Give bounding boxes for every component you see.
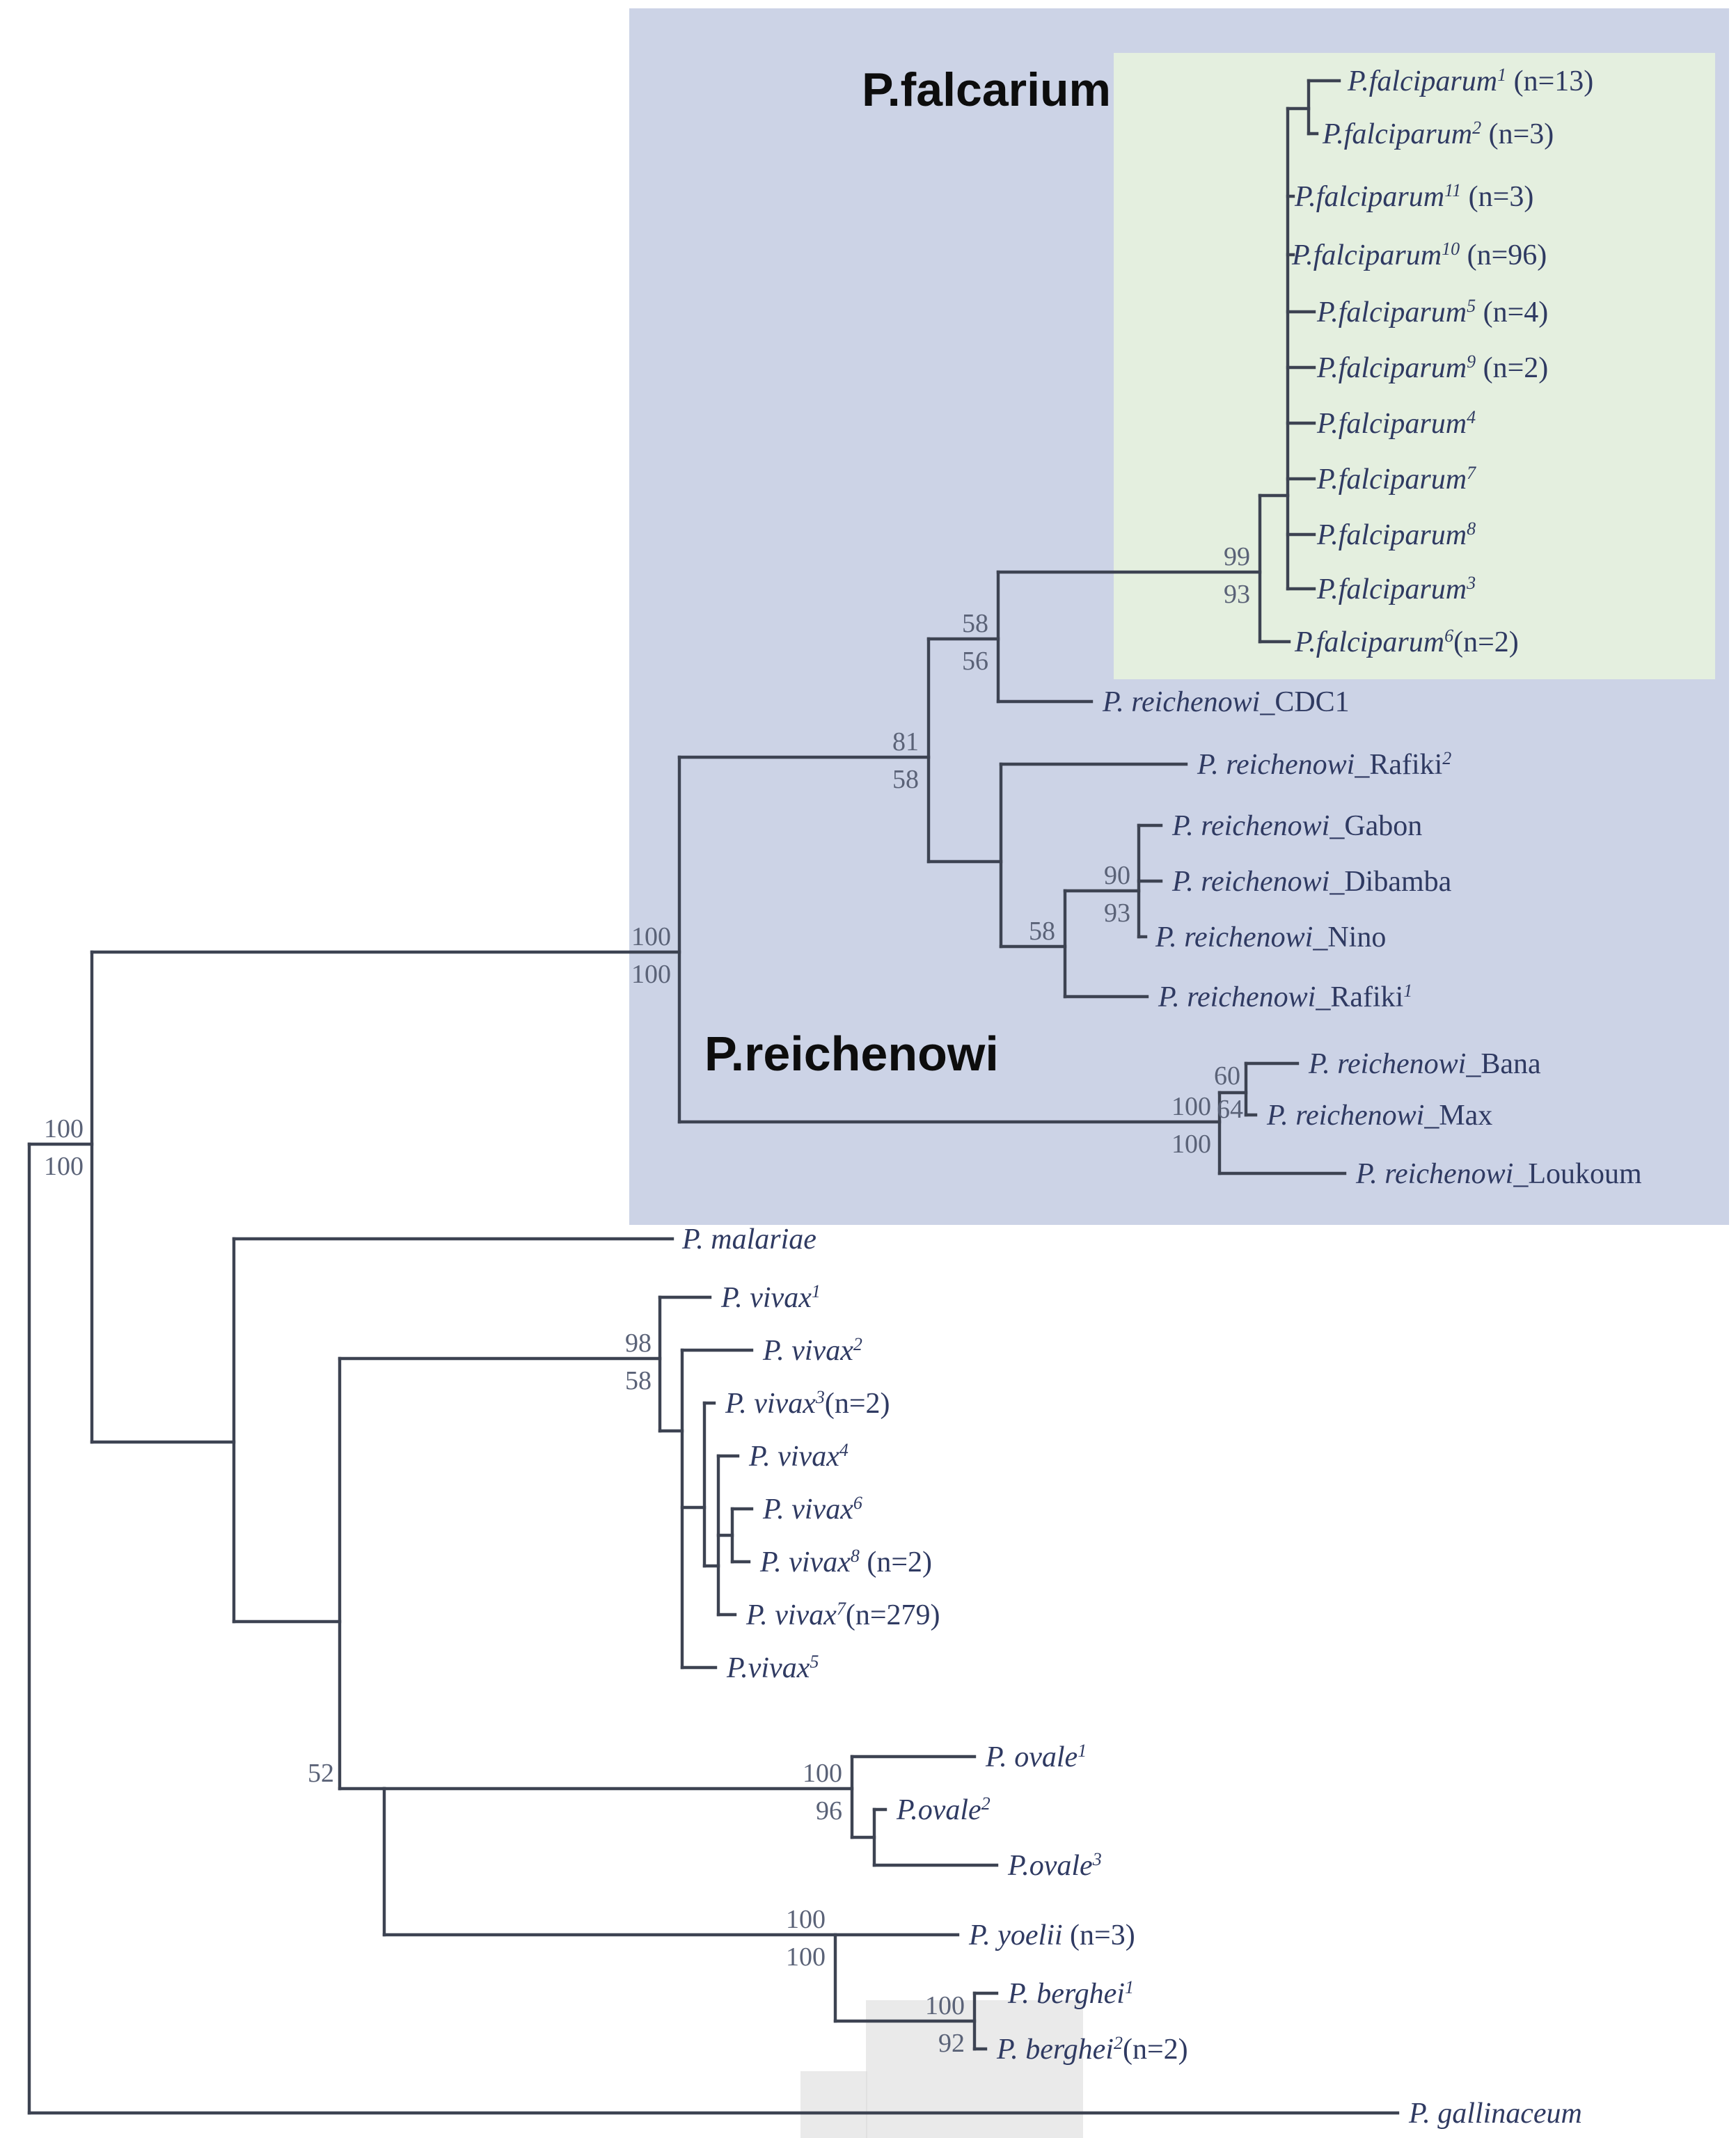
- tip-label-vivax-4: P. vivax4: [748, 1440, 849, 1473]
- tip-label-berghei-1: P. berghei1: [1007, 1977, 1134, 2010]
- tip-label-falciparum-5: P.falciparum5 (n=4): [1316, 296, 1548, 328]
- support-value: 100: [803, 1759, 842, 1788]
- tip-label-vivax-3: P. vivax3(n=2): [725, 1387, 890, 1420]
- tip-label-ovale-2: P.ovale2: [896, 1793, 991, 1826]
- support-value: 100: [631, 960, 671, 989]
- tip-label-yoelii: P. yoelii (n=3): [968, 1919, 1135, 1951]
- support-value: 81: [892, 727, 919, 757]
- tip-label-gallinaceum: P. gallinaceum: [1408, 2098, 1582, 2130]
- tip-label-falciparum-8: P.falciparum8: [1316, 518, 1476, 551]
- tip-label-vivax-2: P. vivax2: [762, 1334, 862, 1367]
- tip-label-falciparum-9: P.falciparum9 (n=2): [1316, 351, 1548, 384]
- tip-label-falciparum-10: P.falciparum10 (n=96): [1291, 239, 1547, 271]
- falciparum-clade-title: P.falcarium: [862, 64, 1111, 117]
- support-value: 92: [938, 2029, 965, 2058]
- support-value: 100: [1171, 1092, 1211, 1121]
- tip-label-ovale-3: P.ovale3: [1007, 1849, 1102, 1882]
- support-value: 93: [1104, 898, 1130, 928]
- support-value: 100: [631, 922, 671, 951]
- tip-label-falciparum-3: P.falciparum3: [1316, 573, 1476, 605]
- support-value: 56: [962, 647, 988, 676]
- tip-label-vivax-5: P.vivax5: [726, 1652, 819, 1684]
- tip-label-vivax-1: P. vivax1: [720, 1281, 821, 1314]
- tip-label-reichenowi-nino: P. reichenowi_Nino: [1155, 921, 1386, 953]
- tip-label-reichenowi-cdc1: P. reichenowi_CDC1: [1102, 686, 1350, 718]
- support-value: 52: [308, 1759, 334, 1788]
- tip-label-falciparum-7: P.falciparum7: [1316, 463, 1476, 496]
- support-value: 100: [44, 1114, 84, 1143]
- reichenowi-clade-title: P.reichenowi: [704, 1027, 999, 1082]
- falciparum-clade-highlight-box: [1114, 53, 1715, 679]
- tip-label-reichenowi-loukoum: P. reichenowi_Loukoum: [1355, 1158, 1642, 1190]
- tip-label-falciparum-2: P.falciparum2 (n=3): [1322, 118, 1554, 150]
- support-value: 93: [1224, 580, 1250, 609]
- tip-label-berghei-2: P. berghei2(n=2): [996, 2033, 1188, 2066]
- scan-artifact: [800, 2071, 867, 2138]
- support-value: 58: [962, 609, 988, 638]
- support-value: 100: [786, 1905, 826, 1934]
- support-value: 90: [1104, 861, 1130, 890]
- tip-label-vivax-8: P. vivax8 (n=2): [759, 1546, 932, 1578]
- support-value: 58: [892, 765, 919, 794]
- support-value: 96: [816, 1796, 842, 1826]
- tip-label-falciparum-1: P.falciparum1 (n=13): [1347, 65, 1593, 97]
- support-value: 100: [1171, 1130, 1211, 1159]
- support-value: 64: [1217, 1095, 1243, 1124]
- tip-label-falciparum-4: P.falciparum4: [1316, 407, 1476, 440]
- support-value: 100: [925, 1991, 965, 2020]
- support-value: 100: [44, 1152, 84, 1181]
- tip-label-falciparum-6: P.falciparum6(n=2): [1294, 626, 1519, 658]
- tip-label-reichenowi-gabon: P. reichenowi_Gabon: [1171, 810, 1422, 842]
- tip-label-reichenowi-rafiki1: P. reichenowi_Rafiki1: [1158, 981, 1412, 1013]
- support-value: 99: [1224, 542, 1250, 571]
- tip-label-malariae: P. malariae: [681, 1224, 816, 1256]
- support-value: 100: [786, 1942, 826, 1972]
- tip-label-reichenowi-bana: P. reichenowi_Bana: [1308, 1048, 1541, 1080]
- tip-label-reichenowi-rafiki2: P. reichenowi_Rafiki2: [1197, 748, 1451, 781]
- support-value: 60: [1214, 1061, 1240, 1091]
- support-value: 58: [625, 1366, 652, 1395]
- tip-label-falciparum-11: P.falciparum11 (n=3): [1294, 180, 1533, 213]
- support-value: 98: [625, 1329, 652, 1358]
- tip-label-ovale-1: P. ovale1: [985, 1741, 1087, 1773]
- tip-label-vivax-7: P. vivax7(n=279): [745, 1599, 940, 1631]
- tip-label-reichenowi-dibamba: P. reichenowi_Dibamba: [1171, 866, 1452, 898]
- tip-label-reichenowi-max: P. reichenowi_Max: [1266, 1100, 1492, 1132]
- tip-label-vivax-6: P. vivax6: [762, 1493, 862, 1526]
- support-value: 58: [1029, 917, 1055, 946]
